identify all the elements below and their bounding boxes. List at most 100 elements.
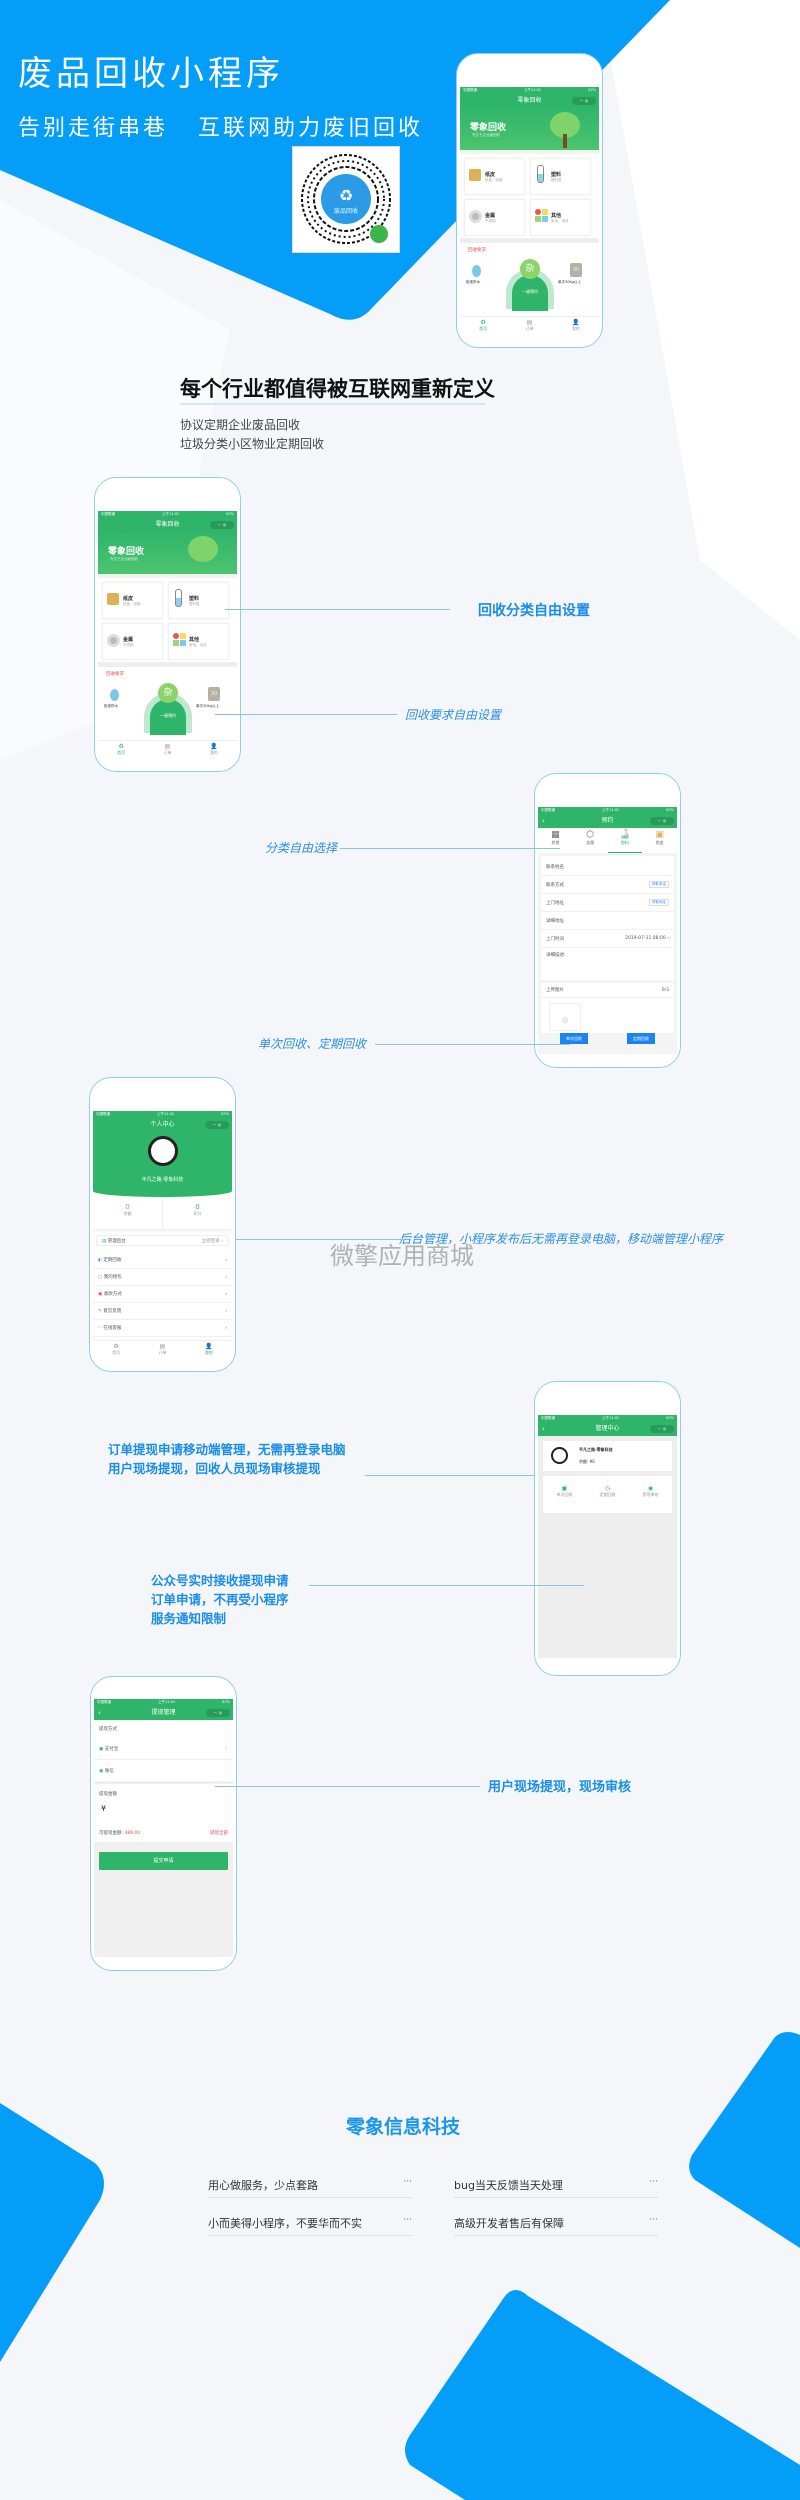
callout-backend: 后台管理，小程序发布后无需再登录电脑，移动端管理小程序 — [399, 1232, 724, 1246]
menu-item[interactable]: ▢ 我的钱包› — [93, 1269, 232, 1286]
periodic-recycle-action[interactable]: ◷定期回收 — [599, 1485, 616, 1497]
wechat-option[interactable]: ▣ 微信 — [94, 1760, 233, 1782]
withdraw-review-action[interactable]: ◉提现审核 — [642, 1485, 659, 1497]
callout-single-periodic: 单次回收、定期回收 — [258, 1037, 367, 1051]
menu-item[interactable]: ◠ 在线客服› — [93, 1320, 232, 1337]
user-icon: 👤 — [210, 743, 218, 750]
tree-illustration — [550, 112, 580, 138]
callout-category-choose: 分类自由选择 — [265, 841, 338, 855]
callout-line — [215, 714, 397, 715]
callout-line — [340, 848, 560, 849]
callout-onsite: 用户现场提现，现场审核 — [488, 1780, 632, 1795]
periodic-recycle-button[interactable]: 定期回收 — [627, 1033, 655, 1044]
capsule-menu[interactable]: ··· ◎ — [650, 1425, 674, 1433]
capsule-menu[interactable]: ··· ◎ — [205, 1121, 229, 1129]
tab-orders[interactable]: ▤订单 — [144, 741, 190, 758]
capsule-menu[interactable]: ··· ◎ — [650, 817, 674, 825]
callout-line — [215, 1786, 480, 1787]
tab-mine[interactable]: 👤我的 — [204, 1343, 213, 1355]
form-row[interactable]: 上门地址获取地址 — [541, 894, 674, 912]
tab-orders[interactable]: ▤订单 — [506, 317, 552, 334]
single-recycle-action[interactable]: ▣单次回收 — [556, 1485, 573, 1497]
category-card[interactable]: 纸皮纸板、纸箱 — [464, 158, 525, 195]
description-field[interactable]: 详细描述: — [546, 953, 566, 958]
callout-wechat-notify: 公众号实时接收提现申请订单申请，不再受小程序服务通知限制 — [151, 1573, 289, 1626]
weight-icon: 30 — [208, 687, 220, 701]
callout-line — [365, 1475, 608, 1476]
get-address-button[interactable]: 获取地址 — [649, 899, 669, 906]
category-tab[interactable]: ▣纸皮 — [655, 830, 664, 845]
category-card[interactable]: 金属不锈钢 — [102, 623, 163, 660]
category-tab[interactable]: ⬡金属 — [586, 830, 595, 845]
bg-white-shape — [600, 0, 800, 640]
back-icon[interactable]: ‹ — [98, 1709, 101, 1717]
one-click-booking-button[interactable]: 一键预约 — [512, 275, 548, 311]
form-row[interactable]: 联系方式获取电话 — [541, 876, 674, 894]
category-card[interactable]: 其他家电、泡沫 — [168, 623, 229, 660]
category-tab[interactable]: ▦其他 — [551, 830, 560, 845]
camera-icon[interactable]: ◎ — [549, 1003, 581, 1031]
single-recycle-button[interactable]: 单次回收 — [560, 1033, 588, 1044]
menu-item[interactable]: ◐ 定期回收› — [93, 1252, 232, 1269]
callout-line — [309, 1585, 584, 1586]
amount-input[interactable]: ¥ — [101, 1804, 107, 1813]
menu-item[interactable]: ▣ 收款方式› — [93, 1286, 232, 1303]
section-heading: 每个行业都值得被互联网重新定义 — [180, 377, 495, 401]
capsule-menu[interactable]: ··· ◎ — [206, 1709, 230, 1717]
tab-mine[interactable]: 👤我的 — [191, 741, 237, 758]
feature-item: 小而美得小程序，不要华而不实··· — [208, 2215, 412, 2236]
category-card[interactable]: 金属不锈钢 — [464, 199, 525, 236]
category-card[interactable]: 其他家电、泡沫 — [530, 199, 591, 236]
recycle-icon: ♻ — [118, 743, 124, 750]
alipay-option[interactable]: ▣ 支付宝✓ — [94, 1738, 233, 1760]
recycle-icon: ♻ — [339, 186, 353, 205]
admin-backend-item[interactable]: ▤ 管理后台立即登录 › — [96, 1235, 229, 1246]
home-banner: 零象回收 专注于企业级回收 — [460, 108, 599, 154]
divider — [180, 403, 485, 405]
category-card[interactable]: 塑料塑料瓶 — [168, 582, 229, 619]
feature-item: 用心做服务，少点套路··· — [208, 2177, 412, 2198]
tab-home[interactable]: ♻首页 — [112, 1343, 121, 1355]
miniprogram-icon — [370, 225, 388, 243]
avatar[interactable] — [148, 1136, 178, 1166]
nav-title: 零象回收 — [517, 97, 542, 104]
recycle-icon: ♻ — [480, 319, 486, 326]
form-row[interactable]: 详细地址 — [541, 912, 674, 930]
withdraw-all-button[interactable]: 提现全部 — [210, 1831, 228, 1836]
tab-mine[interactable]: 👤我的 — [553, 317, 599, 334]
hero-subtitle: 告别走街串巷 互联网助力废旧回收 — [18, 116, 423, 141]
category-tab-active[interactable]: 🍶塑料 — [607, 828, 643, 853]
bg-blue-left — [0, 2103, 104, 2362]
back-icon[interactable]: ‹ — [542, 1425, 545, 1433]
order-icon: ▤ — [526, 319, 533, 326]
tab-home[interactable]: ♻首页 — [98, 741, 144, 758]
capsule-menu[interactable]: ··· ◎ — [572, 97, 596, 105]
watermark: 微擎应用商城 — [330, 1242, 474, 1270]
section-line: 垃圾分类小区物业定期回收 — [180, 437, 325, 451]
water-drop-icon — [472, 265, 481, 277]
bg-blue-bottom — [405, 2290, 800, 2500]
tab-home[interactable]: ♻首页 — [460, 317, 506, 334]
get-phone-button[interactable]: 获取电话 — [649, 881, 669, 888]
submit-button[interactable]: 提交申请 — [99, 1852, 228, 1870]
capsule-menu[interactable]: ··· ◎ — [210, 521, 234, 529]
hero-title: 废品回收小程序 — [18, 54, 284, 94]
one-click-booking-button[interactable]: 一键预约 — [150, 699, 186, 735]
menu-item[interactable]: ✎ 意见反馈› — [93, 1303, 232, 1320]
category-card[interactable]: 塑料塑料瓶 — [530, 158, 591, 195]
tab-orders[interactable]: ▤订单 — [158, 1343, 167, 1355]
back-icon[interactable]: ‹ — [542, 817, 545, 825]
req-title: 回收要求 — [468, 248, 486, 253]
form-row[interactable]: 联系姓名 — [541, 858, 674, 876]
category-card[interactable]: 纸皮纸板、纸箱 — [102, 582, 163, 619]
feature-item: bug当天反馈当天处理··· — [454, 2177, 658, 2198]
weight-icon: 30 — [570, 263, 582, 277]
